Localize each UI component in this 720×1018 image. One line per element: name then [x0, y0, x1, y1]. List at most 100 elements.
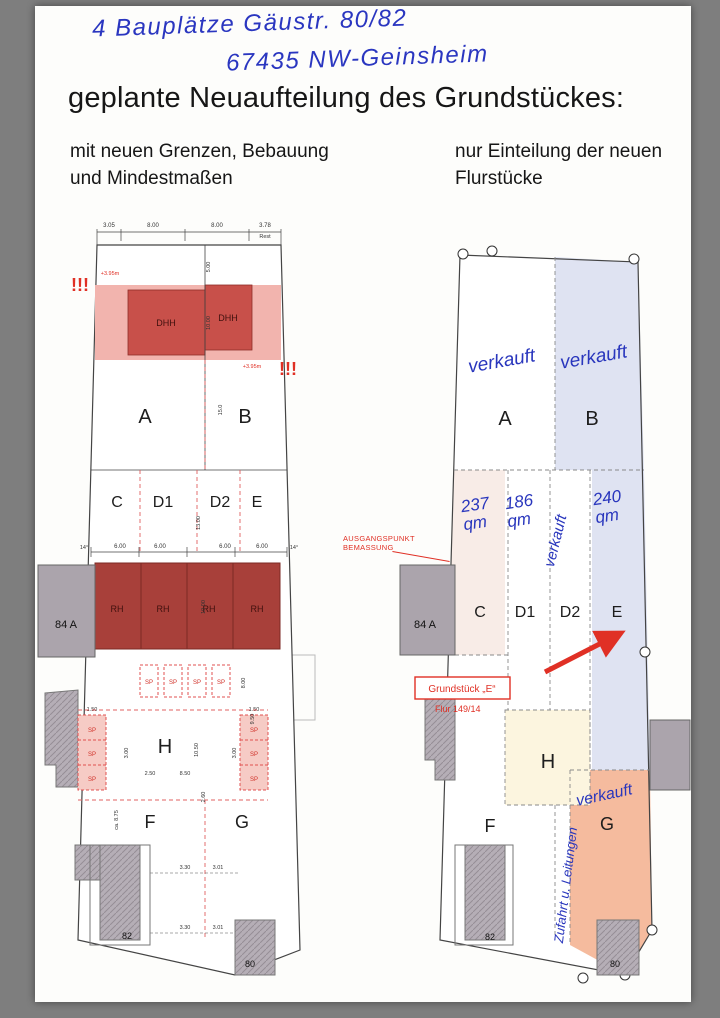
parcel-d2-label: D2	[210, 494, 231, 511]
parcel-b-label: B	[238, 406, 251, 428]
dim-300-left: 3.00	[124, 748, 130, 759]
dim-330-a: 3.30	[180, 865, 191, 871]
neighbor-building-left-small	[74, 844, 101, 881]
top-dimension-chain	[96, 229, 282, 247]
parcel-g-label: G	[235, 812, 249, 832]
reference-note-line1: AUSGANGSPUNKT	[343, 534, 415, 543]
building-82-left	[99, 844, 141, 941]
reference-note-line2: BEMASSUNG	[343, 543, 394, 552]
left-subtitle: mit neuen Grenzen, Bebauung und Mindestm…	[70, 138, 329, 192]
parcel-h-label-right: H	[541, 751, 555, 773]
building-80-right	[596, 919, 640, 976]
parcel-b-label-right: B	[585, 408, 598, 430]
parcel-h-fill	[505, 710, 590, 805]
rh-label-4: RH	[251, 604, 264, 614]
building-84a-right	[399, 564, 456, 656]
building-84a-left	[37, 564, 96, 658]
callout-title: Grundstück „E“	[428, 684, 495, 695]
dhh-house-2	[204, 284, 253, 351]
h-zone-boundaries	[78, 709, 268, 940]
reference-note: AUSGANGSPUNKT BEMASSUNG	[343, 534, 415, 552]
parcel-c-label: C	[111, 494, 123, 511]
mid-dimension-chain	[90, 547, 288, 557]
rh-label-3: RH	[203, 604, 216, 614]
parcel-c-fill	[448, 470, 505, 655]
parcel-f-label-right: F	[485, 816, 496, 836]
warning-marks-left: !!!	[71, 275, 89, 295]
dim-v-260: 2.60	[201, 792, 207, 803]
hw-area-parcel-e: 240 qm	[591, 486, 623, 527]
sp-label: SP	[250, 752, 258, 758]
dhh-label-1: DHH	[156, 318, 176, 328]
right-subtitle: nur Einteilung der neuen Flurstücke	[455, 138, 662, 192]
neighbor-building-left	[44, 689, 79, 788]
dim-top-rest: Rest	[259, 234, 271, 240]
building-84a-left-label: 84 A	[55, 619, 78, 631]
right-subtitle-line1: nur Einteilung der neuen	[455, 141, 663, 162]
parcel-f-label: F	[145, 812, 156, 832]
dim-v-1050: 10.50	[194, 743, 200, 757]
parcel-h-label: H	[158, 736, 172, 758]
hw-area-parcel-d1: 186 qm	[503, 490, 535, 531]
left-site-plan: 3.05 8.00 8.00 3.78 Rest !!! !!! +3.95m …	[37, 223, 316, 976]
dim-301-b: 3.01	[213, 925, 224, 931]
sp-label: SP	[217, 680, 225, 686]
dim-6-1: 6.00	[114, 544, 126, 550]
dim-301-a: 3.01	[213, 865, 224, 871]
dim-6-4: 6.00	[256, 544, 268, 550]
dim-top-2: 8.00	[147, 223, 159, 229]
sp-label: SP	[88, 777, 96, 783]
dim-v-13: 13.00	[196, 516, 202, 530]
parcel-b-sold-fill	[555, 257, 644, 470]
dhh-house-1	[127, 289, 206, 356]
level-note-top: +3.95m	[101, 271, 120, 277]
building-80-left	[234, 919, 276, 976]
dim-250: 2.50	[145, 771, 156, 777]
dim-angle-right: 14°	[290, 545, 298, 551]
sp-label: SP	[88, 752, 96, 758]
dim-top-1: 3.05	[103, 223, 115, 229]
left-subtitle-line1: mit neuen Grenzen, Bebauung	[70, 141, 329, 162]
parcel-e-label: E	[252, 494, 263, 511]
dim-v-950: 9.50	[250, 714, 256, 725]
parcel-d1-label: D1	[153, 494, 174, 511]
building-82-right	[464, 844, 506, 941]
building-82-left-label: 82	[122, 931, 132, 941]
callout-box-grundstueck-e	[414, 676, 511, 700]
sp-label: SP	[169, 680, 177, 686]
sp-label: SP	[88, 728, 96, 734]
parcel-a-label: A	[138, 406, 152, 428]
parcel-d2-label-right: D2	[560, 604, 581, 621]
dim-top-4: 3.78	[259, 223, 271, 229]
building-82-right-label: 82	[485, 932, 495, 942]
sp-label: SP	[250, 728, 258, 734]
dim-6-3: 6.00	[219, 544, 231, 550]
parcel-row-dividers	[139, 360, 241, 552]
dim-v-15: 15.0	[218, 405, 224, 416]
neighbor-building-east	[649, 719, 691, 791]
sp-label: SP	[193, 680, 201, 686]
parcel-c-label-right: C	[474, 604, 486, 621]
building-80-right-label: 80	[610, 959, 620, 969]
dim-angle-left: 14°	[80, 545, 88, 551]
hw-area-parcel-c: 237 qm	[459, 493, 491, 534]
level-note-right: +3.95m	[243, 364, 262, 370]
rh-label-1: RH	[111, 604, 124, 614]
dim-v-800: 8.00	[241, 678, 247, 689]
rh-dividers	[140, 563, 234, 649]
dim-850: 8.50	[180, 771, 191, 777]
sp-label: SP	[145, 680, 153, 686]
dim-6-2: 6.00	[154, 544, 166, 550]
parcel-g-label-right: G	[600, 814, 614, 834]
dim-v-5: 5.00	[206, 262, 212, 273]
rh-label-2: RH	[157, 604, 170, 614]
parcel-e-label-right: E	[612, 604, 623, 621]
dim-v-rh: 10.00	[201, 600, 207, 614]
building-84a-right-label: 84 A	[414, 619, 437, 631]
parcel-d1-label-right: D1	[515, 604, 536, 621]
right-site-plan: 84 A 82 80 A B C D1 D2 E H F G Grundstüc…	[399, 245, 691, 984]
left-subtitle-line2: und Mindestmaßen	[70, 168, 233, 189]
dim-top-3: 8.00	[211, 223, 223, 229]
warning-marks-right: !!!	[279, 359, 297, 379]
